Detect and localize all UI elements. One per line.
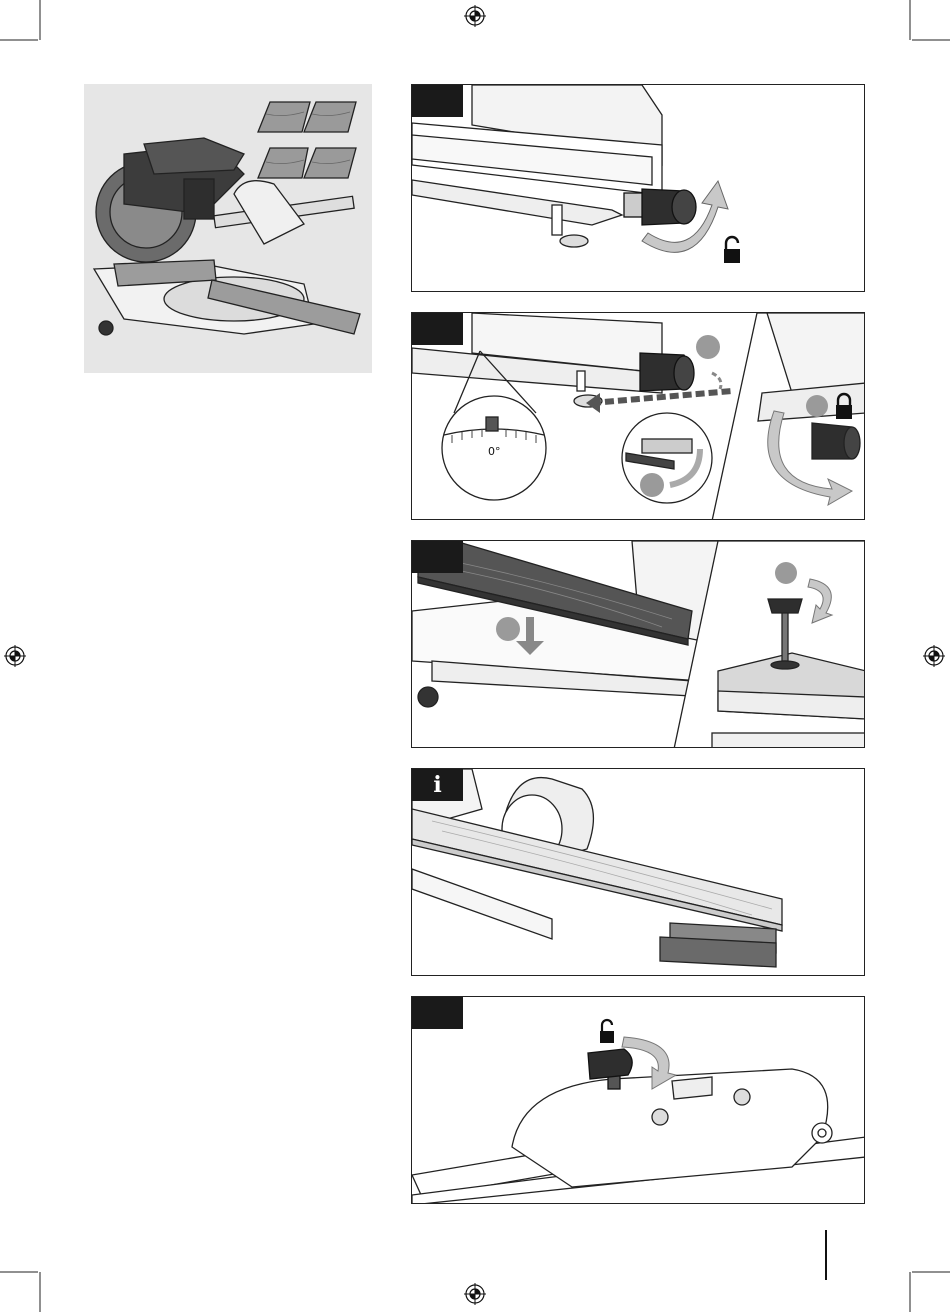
step-panel-2: 0° bbox=[411, 312, 865, 520]
step-number-tab bbox=[412, 997, 463, 1029]
step-number-tab bbox=[412, 85, 463, 117]
info-tab: i bbox=[412, 769, 463, 801]
registration-mark-left bbox=[4, 645, 26, 667]
registration-mark-bottom bbox=[464, 1283, 486, 1305]
unlock-icon bbox=[600, 1020, 614, 1043]
overview-illustration bbox=[84, 84, 372, 373]
step-panel-3 bbox=[411, 540, 865, 748]
step-panel-5 bbox=[411, 996, 865, 1204]
info-icon: i bbox=[412, 769, 463, 801]
registration-mark-top bbox=[464, 5, 486, 27]
dial-readout: 0° bbox=[488, 445, 501, 458]
step-panel-1 bbox=[411, 84, 865, 292]
registration-mark-right bbox=[923, 645, 945, 667]
support-blocks bbox=[660, 923, 776, 967]
step-number-tab bbox=[412, 313, 463, 345]
wood-blocks-icon bbox=[258, 102, 356, 178]
unlock-icon bbox=[724, 237, 740, 263]
magnifier-callout bbox=[622, 413, 712, 503]
step-number-tab bbox=[412, 541, 463, 573]
step-panel-4: i bbox=[411, 768, 865, 976]
